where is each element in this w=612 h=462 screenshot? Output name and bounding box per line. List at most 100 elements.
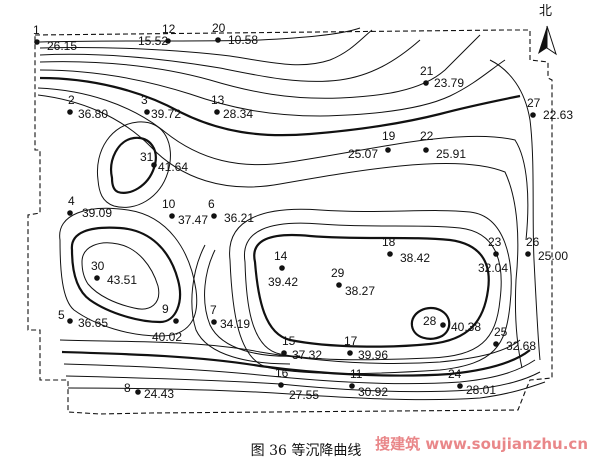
point-id-label: 13 bbox=[211, 93, 225, 107]
point-marker bbox=[34, 39, 40, 45]
point-id-label: 23 bbox=[488, 235, 502, 249]
survey-points: 126.151215.522010.582123.792722.63236.80… bbox=[33, 21, 573, 402]
point-id-label: 25 bbox=[494, 325, 508, 339]
point-id-label: 31 bbox=[140, 150, 154, 164]
point-id-label: 20 bbox=[212, 21, 226, 35]
point-marker bbox=[214, 109, 220, 115]
point-id-label: 8 bbox=[124, 381, 131, 395]
point-marker bbox=[169, 213, 175, 219]
point-value-label: 39.09 bbox=[82, 206, 112, 220]
point-id-label: 3 bbox=[141, 93, 148, 107]
settlement-contour-map: 北 126.151215.522010.582123.792722.63236.… bbox=[27, 4, 573, 415]
point-marker bbox=[67, 318, 73, 324]
point-id-label: 2 bbox=[68, 93, 75, 107]
watermark: 搜建筑 www.soujianzhu.cn bbox=[375, 435, 588, 453]
point-value-label: 24.43 bbox=[144, 387, 174, 401]
point-id-label: 24 bbox=[448, 367, 462, 381]
point-id-label: 4 bbox=[68, 194, 75, 208]
point-id-label: 27 bbox=[527, 96, 541, 110]
point-marker bbox=[457, 383, 463, 389]
point-value-label: 25.91 bbox=[436, 147, 466, 161]
building-boundary bbox=[27, 29, 553, 415]
point-value-label: 28.34 bbox=[223, 107, 253, 121]
point-value-label: 40.02 bbox=[152, 330, 182, 344]
point-value-label: 39.72 bbox=[151, 107, 181, 121]
survey-point: 19 25.07 bbox=[348, 129, 396, 161]
point-marker bbox=[165, 38, 171, 44]
point-id-label: 26 bbox=[526, 235, 540, 249]
point-value-label: 39.42 bbox=[268, 275, 298, 289]
point-id-label: 14 bbox=[274, 249, 288, 263]
contour-lines bbox=[37, 27, 546, 401]
point-id-label: 22 bbox=[420, 129, 434, 143]
point-value-label: 25.07 bbox=[348, 147, 378, 161]
point-value-label: 41.64 bbox=[158, 160, 188, 174]
point-marker bbox=[211, 213, 217, 219]
point-id-label: 6 bbox=[208, 197, 215, 211]
north-arrow: 北 bbox=[538, 4, 557, 56]
point-marker bbox=[525, 251, 531, 257]
survey-point: 536.65 bbox=[58, 308, 108, 330]
point-value-label: 37.32 bbox=[292, 348, 322, 362]
point-value-label: 43.51 bbox=[107, 273, 137, 287]
point-value-label: 15.52 bbox=[138, 34, 168, 48]
point-marker bbox=[144, 109, 150, 115]
point-id-label: 15 bbox=[282, 334, 296, 348]
point-marker bbox=[493, 341, 499, 347]
point-id-label: 12 bbox=[162, 22, 176, 36]
survey-point: 11 30.92 bbox=[349, 367, 388, 399]
point-id-label: 28 bbox=[423, 314, 437, 328]
point-marker bbox=[423, 147, 429, 153]
point-value-label: 36.21 bbox=[224, 211, 254, 225]
point-marker bbox=[423, 80, 429, 86]
point-value-label: 32.68 bbox=[506, 339, 536, 353]
point-value-label: 23.79 bbox=[434, 76, 464, 90]
point-value-label: 30.92 bbox=[358, 385, 388, 399]
point-marker bbox=[279, 265, 285, 271]
survey-point: 236.80 bbox=[67, 93, 108, 121]
point-marker bbox=[387, 251, 393, 257]
point-marker bbox=[173, 318, 179, 324]
survey-point: 940.02 bbox=[152, 302, 182, 344]
point-marker bbox=[151, 162, 157, 168]
survey-point: 339.72 bbox=[141, 93, 181, 121]
point-value-label: 22.63 bbox=[543, 108, 573, 122]
point-value-label: 39.96 bbox=[358, 348, 388, 362]
point-id-label: 7 bbox=[210, 303, 217, 317]
point-id-label: 19 bbox=[382, 129, 396, 143]
point-value-label: 34.19 bbox=[220, 317, 250, 331]
point-marker bbox=[67, 210, 73, 216]
point-value-label: 38.42 bbox=[400, 251, 430, 265]
point-marker bbox=[278, 382, 284, 388]
point-marker bbox=[493, 251, 499, 257]
point-id-label: 5 bbox=[58, 308, 65, 322]
point-marker bbox=[440, 322, 446, 328]
point-id-label: 18 bbox=[382, 235, 396, 249]
point-id-label: 29 bbox=[331, 266, 345, 280]
point-id-label: 9 bbox=[162, 302, 169, 316]
point-marker bbox=[349, 383, 355, 389]
point-id-label: 21 bbox=[420, 64, 434, 78]
point-marker bbox=[385, 147, 391, 153]
point-value-label: 36.65 bbox=[78, 316, 108, 330]
point-id-label: 17 bbox=[344, 334, 358, 348]
point-marker bbox=[135, 389, 141, 395]
point-id-label: 11 bbox=[350, 367, 363, 381]
point-id-label: 16 bbox=[275, 366, 289, 380]
survey-point: 14 39.42 bbox=[268, 249, 298, 289]
point-id-label: 10 bbox=[162, 197, 176, 211]
